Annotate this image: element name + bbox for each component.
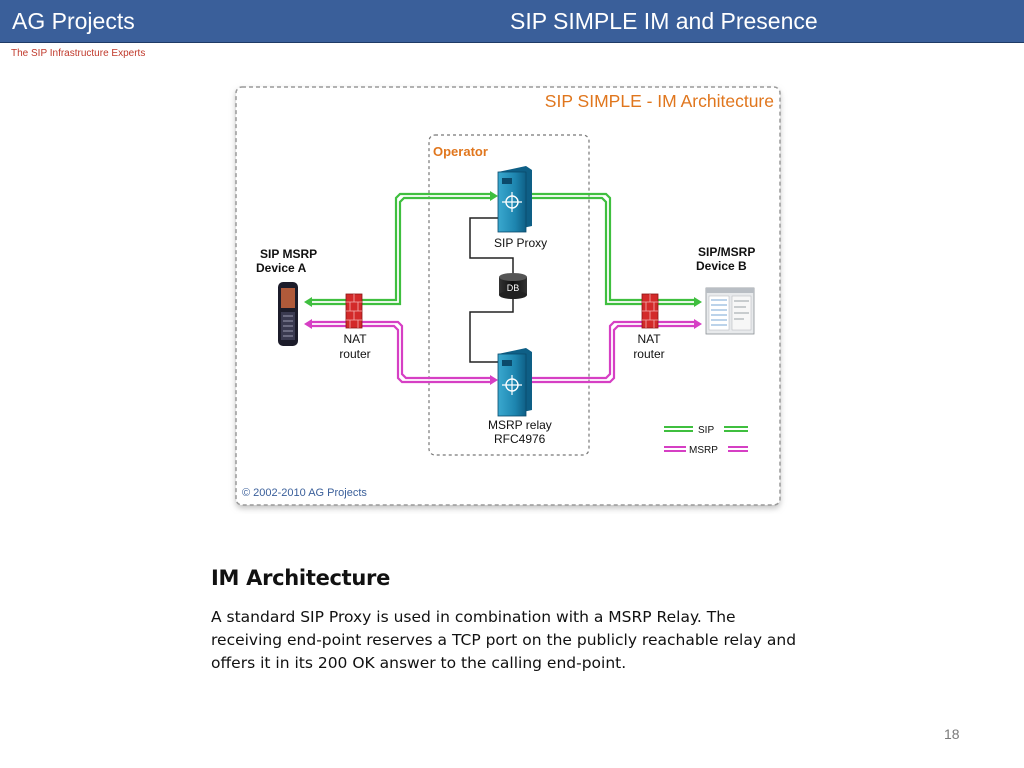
section-body: A standard SIP Proxy is used in combinat… [211, 608, 797, 672]
section-heading: IM Architecture [211, 566, 391, 590]
device-a-label-1: SIP MSRP [260, 247, 317, 261]
nat-left-router-label: router [339, 347, 370, 361]
architecture-diagram: SIP SIMPLE - IM Architecture Operator [235, 86, 781, 506]
device-b-label-1: SIP/MSRP [698, 245, 755, 259]
msrp-relay-server-icon [497, 348, 532, 417]
msrp-relay-rfc-label: RFC4976 [494, 432, 546, 446]
nat-right-router-label: router [633, 347, 664, 361]
db-relay-link [469, 296, 514, 363]
slide-title: SIP SIMPLE IM and Presence [510, 8, 818, 34]
sip-links [310, 192, 696, 306]
arrow-head-icon [490, 191, 498, 201]
sip-proxy-server-icon [497, 166, 532, 233]
arrow-head-icon [304, 319, 312, 329]
device-a-label-2: Device A [256, 261, 307, 275]
arrow-head-icon [490, 375, 498, 385]
legend-msrp-label: MSRP [689, 445, 718, 456]
nat-left-label: NAT [343, 332, 367, 346]
database-icon [499, 273, 527, 299]
db-label: DB [507, 283, 520, 293]
diagram-title: SIP SIMPLE - IM Architecture [545, 91, 774, 111]
arrow-head-icon [304, 297, 312, 307]
nat-firewall-left-icon [345, 293, 363, 329]
proxy-db-link [469, 217, 514, 274]
operator-label: Operator [433, 144, 488, 159]
operator-box [428, 134, 590, 456]
arrow-head-icon [694, 319, 702, 329]
page-number: 18 [944, 726, 960, 742]
nat-right-label: NAT [637, 332, 661, 346]
mobile-phone-icon [278, 282, 298, 346]
nat-firewall-right-icon [641, 293, 659, 329]
slide-header: AG Projects SIP SIMPLE IM and Presence [0, 0, 1024, 43]
legend [664, 426, 748, 452]
msrp-relay-label: MSRP relay [488, 418, 552, 432]
company-tagline: The SIP Infrastructure Experts [11, 48, 146, 59]
copyright: © 2002-2010 AG Projects [242, 487, 367, 499]
sip-proxy-label: SIP Proxy [494, 236, 547, 250]
desktop-client-icon [705, 287, 755, 335]
company-name: AG Projects [12, 8, 135, 34]
device-b-label-2: Device B [696, 259, 747, 273]
legend-sip-label: SIP [698, 425, 714, 436]
msrp-links [310, 320, 696, 384]
arrow-head-icon [694, 297, 702, 307]
